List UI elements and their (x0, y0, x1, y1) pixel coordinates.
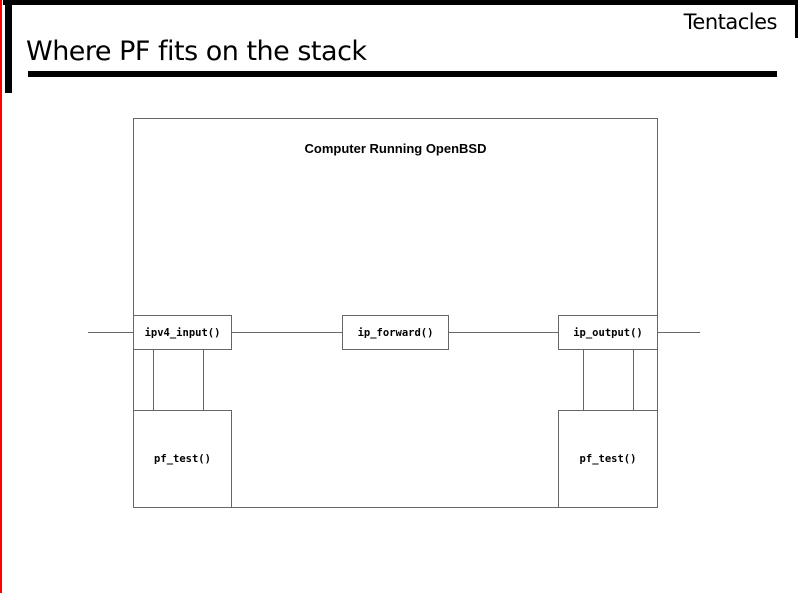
left-edge-bar (5, 0, 12, 93)
ip-output-box: ip_output() (558, 315, 658, 350)
ipv4-input-box: ipv4_input() (133, 315, 232, 350)
page-title: Where PF fits on the stack (26, 36, 367, 67)
pf-connector-line (633, 350, 634, 410)
title-rule (28, 71, 777, 77)
pf-connector-line (583, 350, 584, 410)
ip-forward-box: ip_forward() (342, 315, 449, 350)
pf-test-inbound-box: pf_test() (133, 410, 232, 508)
red-edge-line (0, 0, 2, 593)
openbsd-container-box (133, 118, 658, 508)
pf-connector-line (203, 350, 204, 410)
openbsd-container-label: Computer Running OpenBSD (304, 141, 487, 156)
deck-brand: Tentacles (683, 10, 778, 34)
pf-connector-line (153, 350, 154, 410)
top-edge-bar (3, 0, 798, 5)
pf-test-outbound-box: pf_test() (558, 410, 658, 508)
right-edge-bar (795, 0, 798, 38)
